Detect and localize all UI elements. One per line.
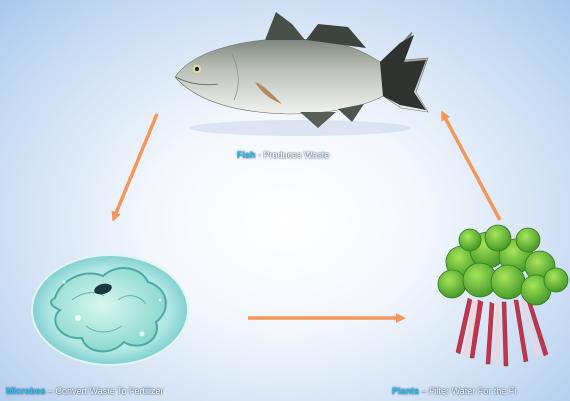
microbes-caption: – Convert Waste To Fertilizer [46,386,164,396]
fish-label: Fish - Produces Waste [237,150,329,160]
fish-name: Fish [237,150,256,160]
plants-caption: – Filter Water For the Fi [419,386,516,396]
microbes-label: Microbes – Convert Waste To Fertilizer [6,386,164,396]
arrow-plants-to-fish [443,114,500,220]
microbes-image [32,255,188,365]
fish-image [175,12,428,136]
plants-name: Plants [392,386,419,396]
plants-image [438,225,568,366]
arrow-fish-to-microbes [114,114,157,218]
fish-caption: - Produces Waste [256,150,330,160]
microbes-name: Microbes [6,386,46,396]
plants-label: Plants – Filter Water For the Fi [392,386,516,396]
